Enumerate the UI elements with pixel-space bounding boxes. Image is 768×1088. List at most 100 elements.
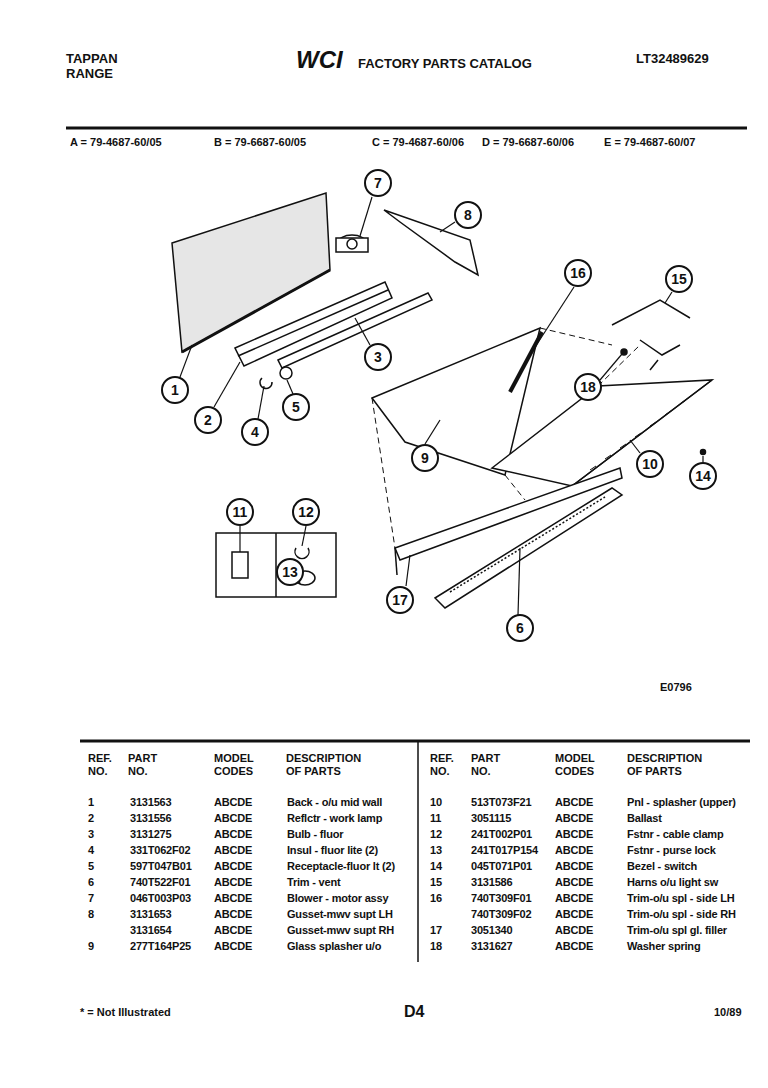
callout-number: 16: [570, 266, 586, 280]
rule: [80, 740, 750, 743]
part-number: 740T309F01: [471, 892, 531, 905]
column-header: REF. NO.: [430, 752, 460, 777]
part-description: Washer spring: [627, 940, 700, 953]
catalog-number: LT32489629: [636, 52, 709, 67]
blower: [336, 235, 368, 252]
part-number: 045T071P01: [471, 860, 532, 873]
callout-circle: 8: [454, 201, 482, 229]
model-codes: ABCDE: [555, 908, 593, 921]
model-codes: ABCDE: [214, 876, 252, 889]
callout-circle: 18: [574, 373, 602, 401]
page-number: D4: [404, 1003, 424, 1021]
callout-circle: 11: [226, 498, 254, 526]
harness: [612, 300, 690, 370]
callout-circle: 5: [282, 393, 310, 421]
part-description: Gusset-mwv supt LH: [287, 908, 393, 921]
part-description: Ballast: [627, 812, 662, 825]
model-codes: ABCDE: [214, 844, 252, 857]
model-codes: ABCDE: [555, 828, 593, 841]
ref-number: 11: [430, 812, 441, 825]
model-codes: ABCDE: [555, 940, 593, 953]
part-number: 331T062F02: [130, 844, 190, 857]
callout-number: 1: [171, 383, 179, 397]
rule: [66, 127, 747, 130]
model-codes: ABCDE: [555, 892, 593, 905]
callout-number: 18: [580, 380, 596, 394]
model-codes: ABCDE: [214, 892, 252, 905]
phantom-line: [372, 328, 640, 548]
vent-trim: [435, 488, 622, 608]
part-description: Trim-o/u spl - side LH: [627, 892, 734, 905]
column-header: MODEL CODES: [555, 752, 605, 777]
model-codes: ABCDE: [214, 812, 252, 825]
callout-number: 5: [292, 400, 300, 414]
part-description: Fstnr - cable clamp: [627, 828, 723, 841]
part-description: Blower - motor assy: [287, 892, 388, 905]
callout-number: 2: [204, 413, 212, 427]
callout-number: 4: [251, 425, 259, 439]
part-number: 3051115: [471, 812, 511, 825]
callout-number: 11: [233, 505, 248, 519]
model-codes: ABCDE: [214, 860, 252, 873]
callout-circle: 7: [364, 169, 392, 197]
ref-number: 18: [430, 940, 442, 953]
part-description: Gusset-mwv supt RH: [287, 924, 394, 937]
part-description: Pnl - splasher (upper): [627, 796, 736, 809]
ref-number: 2: [88, 812, 94, 825]
callout-number: 17: [392, 593, 408, 607]
callout-number: 8: [464, 208, 472, 222]
model-codes: ABCDE: [555, 844, 593, 857]
part-number: 3131586: [471, 876, 512, 889]
part-number: 3131653: [130, 908, 171, 921]
callout-circle: 16: [564, 259, 592, 287]
model-codes: ABCDE: [214, 828, 252, 841]
column-header: REF. NO.: [88, 752, 118, 777]
column-header: DESCRIPTION OF PARTS: [286, 752, 376, 777]
part-number: 3131556: [130, 812, 171, 825]
model-code: C = 79-4687-60/06: [372, 136, 464, 149]
model-codes: ABCDE: [555, 796, 593, 809]
model-codes: ABCDE: [555, 812, 593, 825]
bezel: [701, 450, 706, 455]
model-codes: ABCDE: [214, 796, 252, 809]
callout-circle: 6: [506, 614, 534, 642]
bulb: [278, 293, 432, 368]
callout-number: 13: [282, 565, 298, 579]
ref-number: 14: [430, 860, 442, 873]
callout-circle: 9: [411, 444, 439, 472]
part-number: 597T047B01: [130, 860, 192, 873]
callout-number: 10: [642, 457, 658, 471]
ref-number: 5: [88, 860, 94, 873]
callout-circle: 12: [292, 498, 320, 526]
callout-circle: 13: [276, 558, 304, 586]
callout-number: 6: [516, 621, 524, 635]
ref-number: 10: [430, 796, 442, 809]
model-code: D = 79-6687-60/06: [482, 136, 574, 149]
callout-circle: 14: [689, 462, 717, 490]
model-codes: ABCDE: [214, 924, 252, 937]
callout-circle: 17: [386, 586, 414, 614]
part-description: Glass splasher u/o: [287, 940, 381, 953]
model-codes: ABCDE: [555, 876, 593, 889]
part-description: Insul - fluor lite (2): [287, 844, 378, 857]
ref-number: 16: [430, 892, 442, 905]
part-description: Reflctr - work lamp: [287, 812, 382, 825]
part-description: Fstnr - purse lock: [627, 844, 716, 857]
model-codes: ABCDE: [555, 860, 593, 873]
ref-number: 13: [430, 844, 442, 857]
callout-circle: 15: [665, 265, 693, 293]
callout-number: 12: [298, 505, 314, 519]
leader-line: [180, 197, 703, 615]
ref-number: 9: [88, 940, 94, 953]
callout-circle: 1: [161, 376, 189, 404]
column-header: MODEL CODES: [214, 752, 264, 777]
cable-clamp: [295, 548, 309, 559]
callout-circle: 3: [364, 343, 392, 371]
column-header: PART NO.: [128, 752, 168, 777]
part-number: 3051340: [471, 924, 512, 937]
callout-number: 3: [374, 350, 382, 364]
model-code: A = 79-4687-60/05: [70, 136, 162, 149]
callout-number: 14: [695, 469, 711, 483]
ref-number: 17: [430, 924, 442, 937]
callout-circle: 4: [241, 418, 269, 446]
